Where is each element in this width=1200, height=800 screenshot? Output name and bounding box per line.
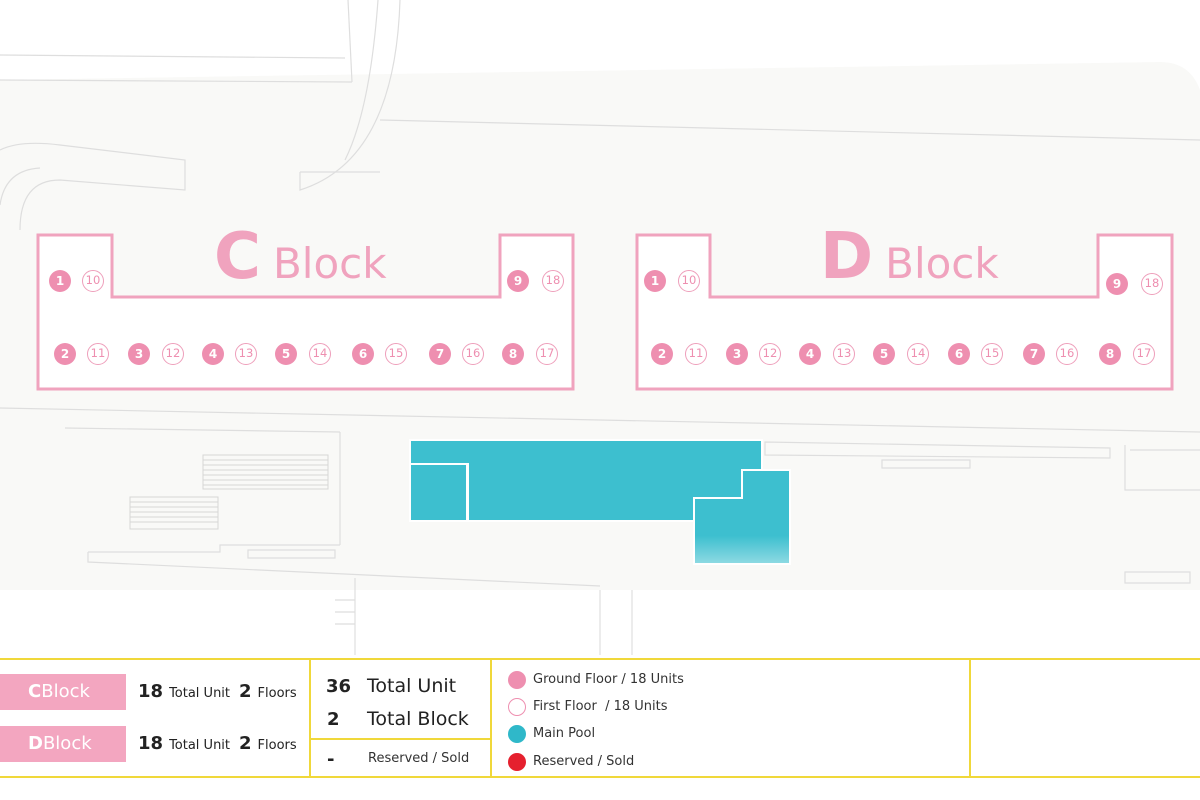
c-unit-first[interactable]: 12 [162,343,184,365]
d-unit-first[interactable]: 10 [678,270,700,292]
c-block-units: 18 Total Unit [138,681,230,702]
c-unit-ground[interactable]: 3 [128,343,150,365]
hatched-structures [129,454,329,530]
first-floor-label: First Floor / 18 Units [533,699,668,714]
c-unit-ground[interactable]: 7 [429,343,451,365]
c-unit-first[interactable]: 16 [462,343,484,365]
reserved-count-label: Reserved / Sold [368,751,470,766]
d-unit-ground[interactable]: 4 [799,343,821,365]
c-block-tag-word: Block [41,681,90,702]
d-block-tag[interactable]: DBlock [0,726,126,762]
c-unit-ground[interactable]: 9 [507,270,529,292]
c-unit-ground[interactable]: 1 [49,270,71,292]
main-pool-swatch [508,725,526,743]
ground-floor-swatch [508,671,526,689]
c-block-floors-label: Floors [257,686,297,701]
total-units-value: 36 [326,676,352,697]
c-unit-first[interactable]: 11 [87,343,109,365]
d-block-letter: D [820,220,873,294]
d-unit-ground[interactable]: 6 [948,343,970,365]
d-unit-first[interactable]: 12 [759,343,781,365]
d-unit-ground[interactable]: 8 [1099,343,1121,365]
reserved-count-value: - [327,749,335,770]
c-unit-ground[interactable]: 6 [352,343,374,365]
d-unit-first[interactable]: 16 [1056,343,1078,365]
legend-divider [309,738,492,740]
c-block-tag-letter: C [28,681,42,702]
c-block-floors: 2 Floors [239,681,297,702]
d-unit-first[interactable]: 14 [907,343,929,365]
legend-divider [490,660,492,776]
c-block-floors-value: 2 [239,681,252,702]
c-unit-first[interactable]: 18 [542,270,564,292]
total-blocks-label: Total Block [367,708,469,730]
d-unit-ground[interactable]: 5 [873,343,895,365]
d-block-floors-label: Floors [257,738,297,753]
c-unit-first[interactable]: 10 [82,270,104,292]
legend-divider [309,660,311,776]
d-block-floors: 2 Floors [239,733,297,754]
ground-floor-label: Ground Floor / 18 Units [533,672,684,687]
c-unit-ground[interactable]: 5 [275,343,297,365]
d-unit-ground[interactable]: 1 [644,270,666,292]
d-unit-ground[interactable]: 9 [1106,273,1128,295]
d-block-units-label: Total Unit [169,738,231,753]
c-unit-ground[interactable]: 8 [502,343,524,365]
d-unit-ground[interactable]: 2 [651,343,673,365]
c-unit-first[interactable]: 14 [309,343,331,365]
d-block-tag-word: Block [42,733,92,754]
d-block-units-value: 18 [138,733,164,754]
reserved-sold-swatch [508,753,526,771]
d-unit-ground[interactable]: 3 [726,343,748,365]
first-floor-swatch [508,698,526,716]
c-unit-ground[interactable]: 4 [202,343,224,365]
legend-divider [969,660,971,776]
c-unit-first[interactable]: 15 [385,343,407,365]
c-block-word: Block [272,239,387,288]
reserved-sold-label: Reserved / Sold [533,754,635,769]
c-block-units-value: 18 [138,681,164,702]
c-block-letter: C [214,220,261,294]
d-block-floors-value: 2 [239,733,252,754]
d-unit-ground[interactable]: 7 [1023,343,1045,365]
d-block-tag-letter: D [28,733,43,754]
d-unit-first[interactable]: 17 [1133,343,1155,365]
c-unit-ground[interactable]: 2 [54,343,76,365]
main-pool-label: Main Pool [533,726,596,741]
total-blocks-value: 2 [327,709,340,730]
c-unit-first[interactable]: 17 [536,343,558,365]
c-block-tag[interactable]: CBlock [0,674,126,710]
d-unit-first[interactable]: 18 [1141,273,1163,295]
d-block-units: 18 Total Unit [138,733,230,754]
d-unit-first[interactable]: 13 [833,343,855,365]
d-unit-first[interactable]: 15 [981,343,1003,365]
road-lines [0,0,1200,655]
site-plan-map [0,0,1200,655]
total-units-label: Total Unit [367,675,457,697]
c-block-units-label: Total Unit [169,686,231,701]
c-unit-first[interactable]: 13 [235,343,257,365]
d-block-word: Block [885,239,999,288]
main-pool [409,439,791,565]
d-unit-first[interactable]: 11 [685,343,707,365]
land-parcel [0,62,1200,590]
